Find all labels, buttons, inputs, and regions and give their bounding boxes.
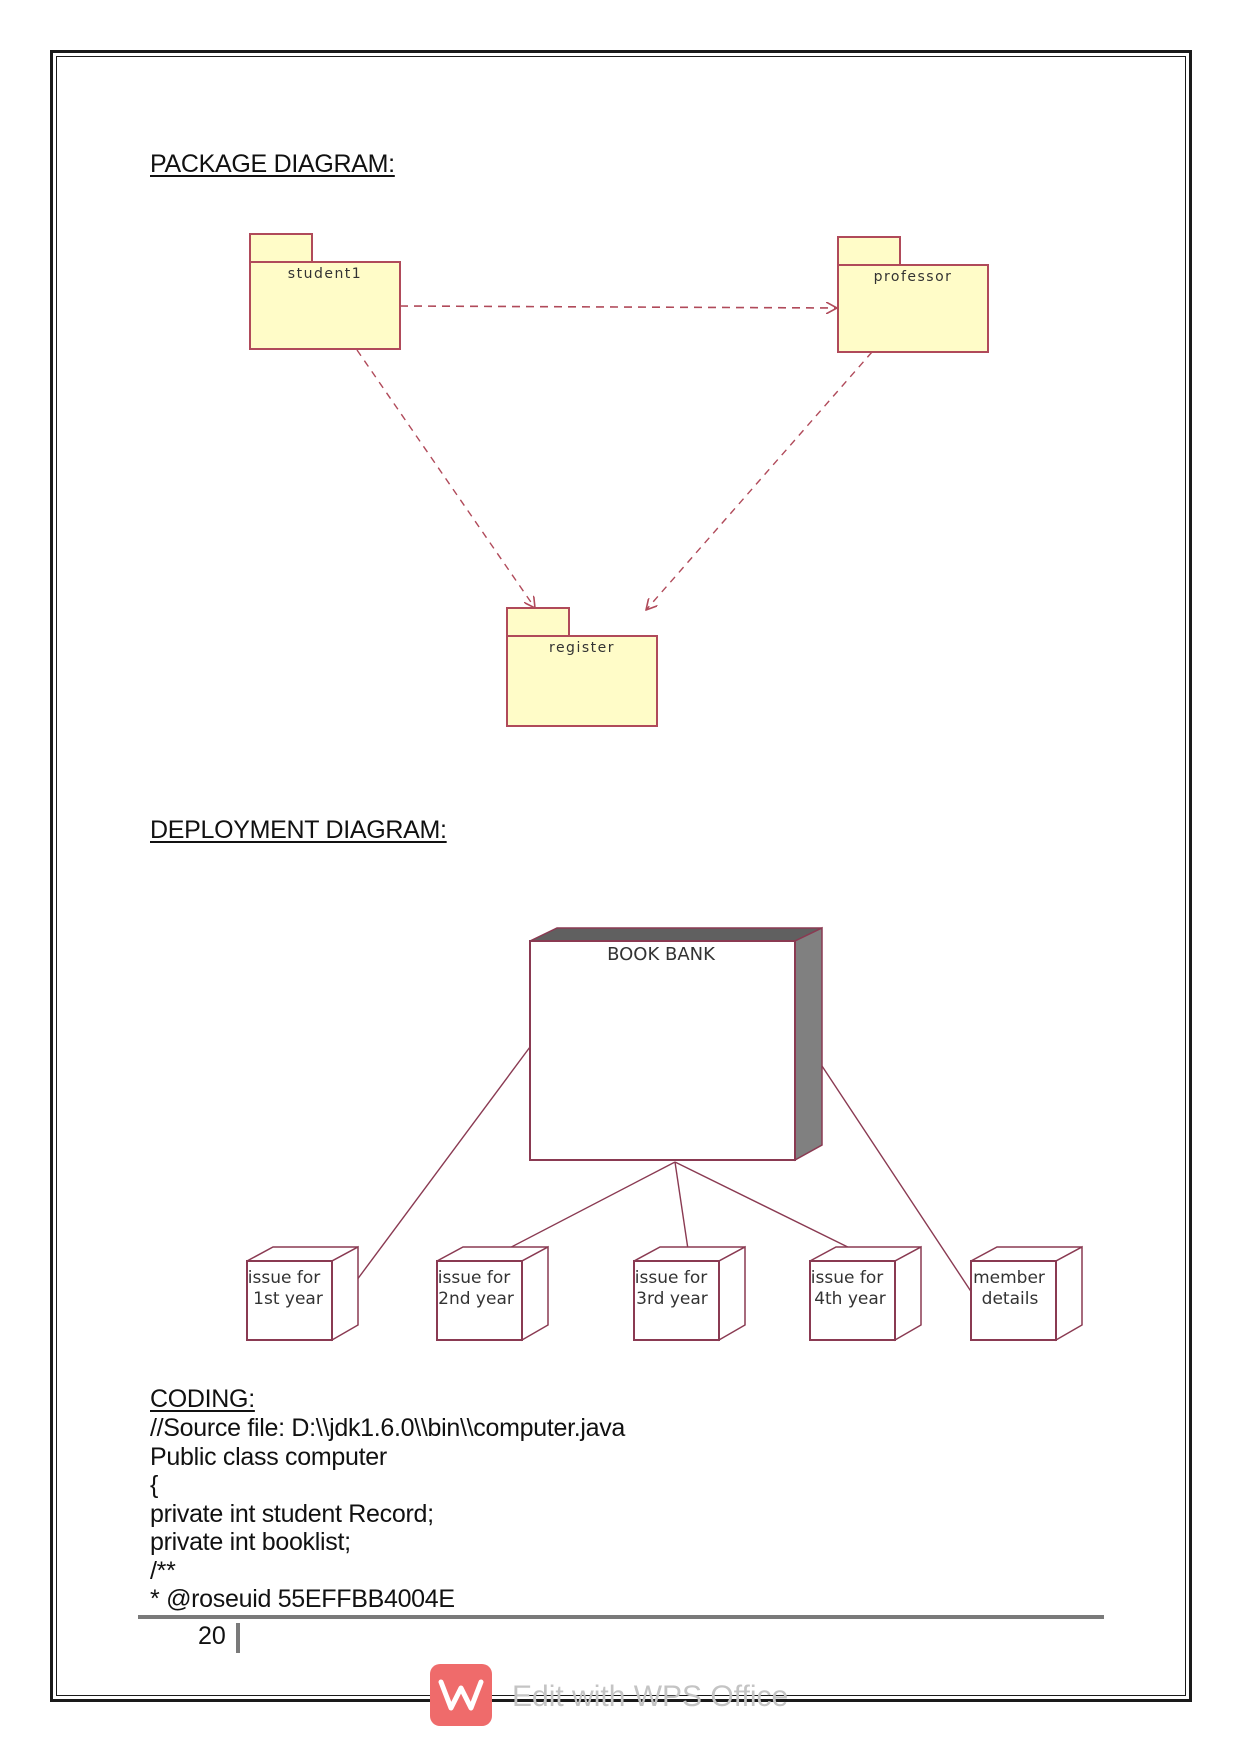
page-border-outer [50, 50, 1192, 1702]
package-label-professor: professor [874, 269, 953, 285]
link-bookbank-2nd-year [493, 1161, 676, 1257]
package-label-register: register [549, 640, 615, 656]
node-book-bank: BOOK BANK [529, 926, 823, 1162]
page-number: 20 [198, 1622, 226, 1650]
page-border-inner [56, 56, 1186, 1696]
link-bookbank-member-details [821, 1065, 975, 1297]
package-label-student1: student1 [288, 266, 362, 282]
code-line: /** [150, 1556, 176, 1585]
node-label-line1: issue for [635, 1268, 707, 1288]
wps-w-icon [438, 1679, 484, 1711]
node-label-line2: 4th year [814, 1289, 886, 1309]
node-label-line1: issue for [438, 1268, 510, 1288]
package-student1: student1 [249, 233, 401, 350]
dependency-student1-professor [399, 306, 837, 308]
node-issue-4th-year: issue for 4th year [809, 1245, 922, 1342]
code-line: { [150, 1471, 159, 1499]
link-bookbank-3rd-year [674, 1161, 690, 1257]
code-line: private int student Record; [150, 1499, 434, 1528]
coding-heading: CODING: [150, 1385, 255, 1413]
node-label-line2: 3rd year [636, 1289, 708, 1309]
node-label-book-bank: BOOK BANK [607, 944, 716, 965]
link-bookbank-1st-year [344, 1046, 531, 1297]
wps-logo-icon[interactable] [430, 1664, 492, 1726]
wps-watermark-text[interactable]: Edit with WPS Office [512, 1680, 789, 1713]
node-issue-1st-year: issue for 1st year [246, 1245, 359, 1342]
deployment-diagram-heading: DEPLOYMENT DIAGRAM: [150, 816, 447, 844]
footer-rule [138, 1615, 1104, 1619]
package-diagram-heading: PACKAGE DIAGRAM: [150, 150, 395, 178]
node-label-line1: issue for [811, 1268, 883, 1288]
code-line: Public class computer [150, 1442, 387, 1471]
package-register: register [506, 607, 658, 727]
node-label-line1: member [973, 1268, 1045, 1288]
page-number-bar [236, 1623, 240, 1653]
package-professor: professor [837, 236, 989, 353]
code-block: //Source file: D:\\jdk1.6.0\\bin\\comput… [150, 1414, 625, 1614]
node-label-line2: details [982, 1289, 1039, 1309]
node-issue-2nd-year: issue for 2nd year [436, 1245, 549, 1342]
dependency-professor-register [646, 351, 873, 610]
code-line: * @roseuid 55EFFBB4004E [150, 1585, 455, 1613]
code-line: private int booklist; [150, 1528, 351, 1556]
node-label-line2: 1st year [253, 1289, 323, 1309]
node-issue-3rd-year: issue for 3rd year [633, 1245, 746, 1342]
node-member-details: member details [970, 1245, 1083, 1342]
code-line: //Source file: D:\\jdk1.6.0\\bin\\comput… [150, 1414, 626, 1442]
node-label-line1: issue for [248, 1268, 320, 1288]
link-bookbank-4th-year [674, 1161, 867, 1257]
dependency-student1-register [356, 349, 535, 608]
node-label-line2: 2nd year [438, 1289, 514, 1309]
